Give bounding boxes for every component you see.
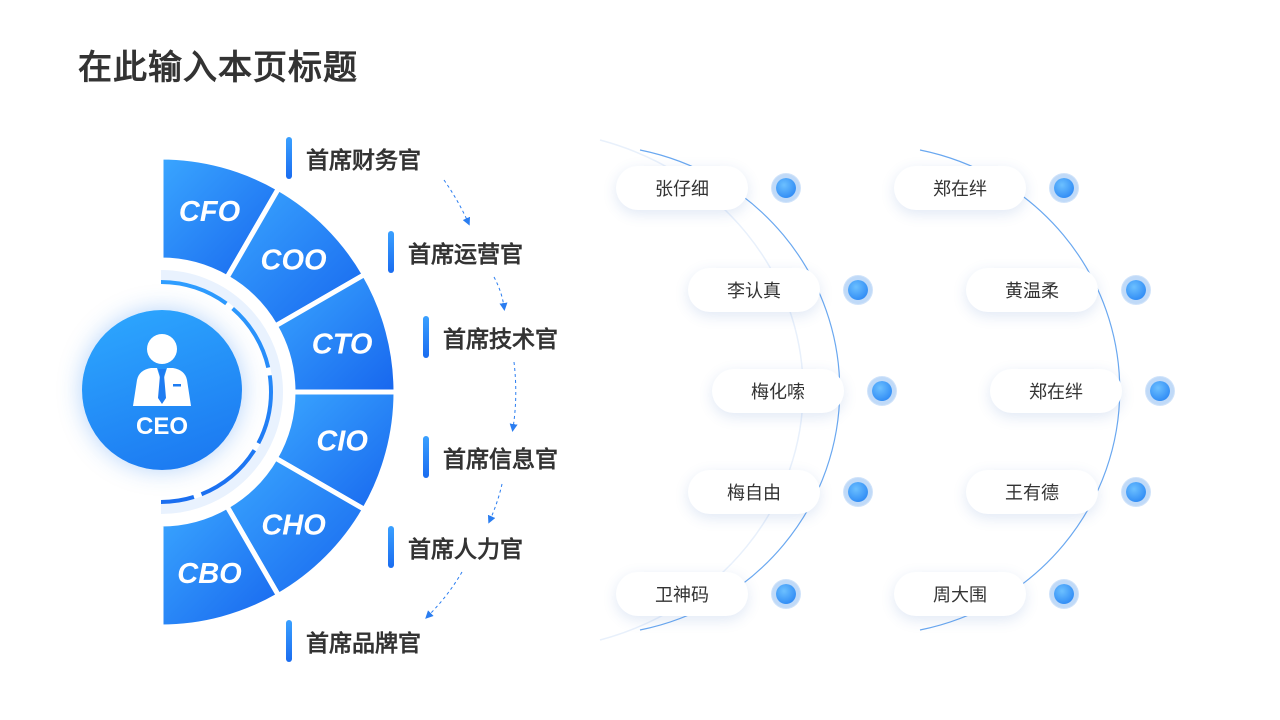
inner-ring-light bbox=[161, 270, 283, 514]
role-wheel bbox=[161, 154, 399, 630]
node-dot bbox=[872, 381, 892, 401]
segment-label-cho: CHO bbox=[261, 510, 326, 542]
segment-label-cto: CTO bbox=[312, 328, 373, 360]
node-dot bbox=[1126, 482, 1146, 502]
role-label: 首席信息官 bbox=[443, 447, 558, 473]
role-marker bbox=[423, 436, 429, 478]
flow-arrow-5 bbox=[425, 571, 463, 619]
role-marker bbox=[423, 316, 429, 358]
node-dot bbox=[776, 584, 796, 604]
role-marker bbox=[286, 620, 292, 662]
person-pill: 王有德 bbox=[966, 470, 1098, 514]
role-cfo: 首席财务官 bbox=[286, 137, 421, 179]
ceo-label: CEO bbox=[135, 413, 188, 440]
person-pill: 梅化嗦 bbox=[712, 369, 844, 413]
flow-arrow-3 bbox=[509, 361, 518, 432]
role-cto: 首席技术官 bbox=[423, 316, 558, 358]
flow-arrow-4 bbox=[487, 483, 503, 524]
person-pill: 李认真 bbox=[688, 268, 820, 312]
person-pill: 张仔细 bbox=[616, 166, 748, 210]
person-pill: 卫神码 bbox=[616, 572, 748, 616]
segment-cbo bbox=[161, 502, 282, 630]
person-pill: 梅自由 bbox=[688, 470, 820, 514]
role-label: 首席运营官 bbox=[408, 242, 523, 268]
node-dot bbox=[1054, 178, 1074, 198]
role-marker bbox=[388, 526, 394, 568]
segment-label-cfo: CFO bbox=[179, 196, 241, 228]
role-label: 首席人力官 bbox=[408, 537, 523, 563]
role-cho: 首席人力官 bbox=[388, 526, 523, 568]
role-marker bbox=[286, 137, 292, 179]
role-label: 首席品牌官 bbox=[306, 631, 421, 657]
node-dot bbox=[1126, 280, 1146, 300]
person-pill: 黄温柔 bbox=[966, 268, 1098, 312]
person-pill: 周大围 bbox=[894, 572, 1026, 616]
person-pill: 郑在绊 bbox=[894, 166, 1026, 210]
role-coo: 首席运营官 bbox=[388, 231, 523, 273]
node-dot bbox=[848, 482, 868, 502]
role-marker bbox=[388, 231, 394, 273]
node-dot bbox=[1150, 381, 1170, 401]
flow-arrow-1 bbox=[443, 179, 470, 226]
businessman-icon bbox=[133, 334, 191, 406]
flow-arrow-2 bbox=[493, 276, 508, 311]
node-dot bbox=[848, 280, 868, 300]
role-cbo: 首席品牌官 bbox=[286, 620, 421, 662]
person-pill: 郑在绊 bbox=[990, 369, 1122, 413]
node-dot bbox=[1054, 584, 1074, 604]
page-title: 在此输入本页标题 bbox=[78, 48, 358, 88]
inner-ring bbox=[161, 280, 273, 504]
role-cio: 首席信息官 bbox=[423, 436, 558, 478]
node-dot bbox=[776, 178, 796, 198]
role-label: 首席技术官 bbox=[443, 327, 558, 353]
segment-label-coo: COO bbox=[261, 244, 328, 276]
segment-label-cbo: CBO bbox=[177, 558, 242, 590]
segment-label-cio: CIO bbox=[316, 426, 368, 458]
role-label: 首席财务官 bbox=[306, 148, 421, 174]
